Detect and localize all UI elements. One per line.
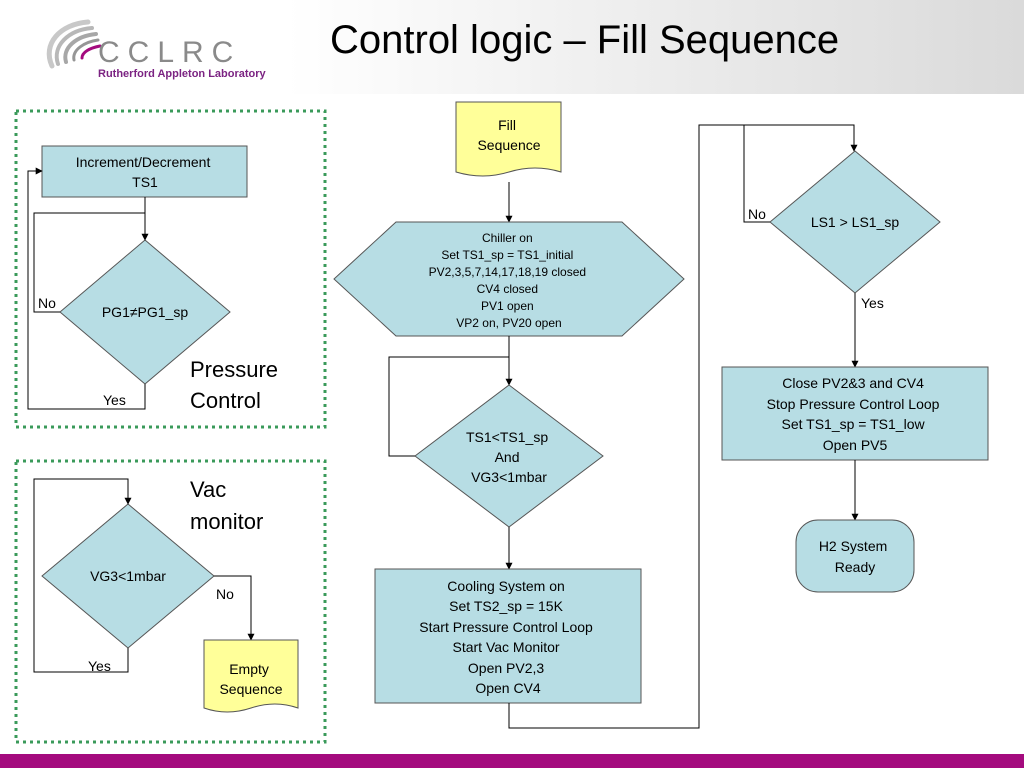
h2-ready-text-2: Ready: [835, 559, 875, 575]
svg-text:Pressure Control: Pressure Control: [190, 357, 284, 413]
pg1-decision-text: PG1≠PG1_sp: [102, 304, 188, 320]
prep-line-1: Chiller on: [482, 231, 533, 245]
vac-monitor-label-2: monitor: [190, 509, 263, 534]
logo-subtitle: Rutherford Appleton Laboratory: [98, 68, 266, 80]
arrow-ts1-loop: [388, 356, 509, 457]
cooling-line-3: Start Pressure Control Loop: [419, 619, 593, 635]
vac-yes-label: Yes: [88, 658, 111, 674]
prep-line-5: PV1 open: [481, 299, 534, 313]
svg-text:Cooling System on Set TS: Cooling System on Set TS2_sp = 15K Start…: [419, 578, 596, 696]
svg-text:Increment/Decrement TS1: Increment/Decrement TS1: [76, 154, 215, 190]
prep-line-3: PV2,3,5,7,14,17,18,19 closed: [429, 265, 586, 279]
h2-ready-text-1: H2 System: [819, 538, 887, 554]
logo-text: CCLRC: [98, 36, 242, 69]
ts1-decision-line-2: And: [495, 449, 520, 465]
increment-decrement-text-1: Increment/Decrement: [76, 154, 211, 170]
arrow-vg3-yes-loop: [33, 478, 132, 673]
preparation-hexagon: [333, 221, 685, 337]
arrow-pg1-no-loop: [33, 212, 145, 313]
footer-bar: [0, 754, 1024, 768]
fill-sequence-text-1: Fill: [498, 117, 516, 133]
svg-text:Vac monitor: Vac monitor: [190, 477, 263, 534]
cooling-line-4: Start Vac Monitor: [452, 639, 559, 655]
close-line-2: Stop Pressure Control Loop: [767, 396, 940, 412]
pressure-control-label-2: Control: [190, 388, 261, 413]
cooling-line-2: Set TS2_sp = 15K: [449, 598, 563, 614]
ls1-no-label: No: [748, 206, 766, 222]
arrow-pg1-yes-loop: [27, 167, 146, 410]
vg3-decision-text: VG3<1mbar: [90, 568, 166, 584]
ts1-decision-line-1: TS1<TS1_sp: [466, 429, 548, 445]
cooling-line-6: Open CV4: [475, 680, 541, 696]
vac-monitor-group: [14, 459, 327, 744]
pressure-control-group: [14, 109, 327, 429]
svg-text:H2 System Ready: H2 System Ready: [819, 538, 891, 575]
svg-text:Empty Sequence: Empty Sequence: [219, 661, 282, 697]
prep-line-6: VP2 on, PV20 open: [456, 316, 561, 330]
prep-line-4: CV4 closed: [477, 282, 538, 296]
svg-text:Fill Sequence: Fill Sequence: [477, 117, 540, 153]
cooling-line-5: Open PV2,3: [468, 660, 544, 676]
increment-decrement-box: [41, 145, 248, 198]
empty-sequence-text-2: Sequence: [219, 681, 282, 697]
svg-text:Close PV2&3 and CV4 Stop: Close PV2&3 and CV4 Stop Pressure Contro…: [767, 375, 944, 453]
page-title: Control logic – Fill Sequence: [330, 18, 840, 62]
ls1-decision-text: LS1 > LS1_sp: [811, 214, 900, 230]
close-valves-box: [721, 366, 989, 461]
vac-monitor-label-1: Vac: [190, 477, 226, 502]
prep-line-2: Set TS1_sp = TS1_initial: [441, 248, 573, 262]
arrow-cooling-to-ls1: [508, 124, 858, 729]
close-line-4: Open PV5: [823, 437, 888, 453]
svg-text:Chiller on Set TS1_sp =: Chiller on Set TS1_sp = TS1_initial PV2,…: [429, 231, 590, 330]
pressure-control-label-1: Pressure: [190, 357, 278, 382]
h2-system-ready-terminal: [795, 519, 915, 593]
header-band: CCLRC Rutherford Appleton Laboratory Con…: [0, 0, 1024, 94]
close-line-3: Set TS1_sp = TS1_low: [782, 416, 926, 432]
pressure-no-label: No: [38, 295, 56, 311]
arrow-vg3-no: [214, 575, 255, 641]
fill-sequence-text-2: Sequence: [477, 137, 540, 153]
empty-sequence-text-1: Empty: [229, 661, 269, 677]
cooling-line-1: Cooling System on: [447, 578, 565, 594]
ls1-yes-label: Yes: [861, 295, 884, 311]
vac-no-label: No: [216, 586, 234, 602]
arrow-ls1-no-loop: [743, 125, 770, 223]
cooling-system-box: [374, 568, 642, 704]
ts1-decision-line-3: VG3<1mbar: [471, 469, 547, 485]
svg-text:TS1<TS1_sp And VG3: TS1<TS1_sp And VG3<1mbar: [466, 429, 552, 485]
fill-sequence-terminal: [455, 101, 562, 177]
close-line-1: Close PV2&3 and CV4: [782, 375, 924, 391]
empty-sequence-terminal: [203, 639, 299, 713]
cclrc-logo-icon: [46, 19, 102, 69]
pressure-yes-label: Yes: [103, 392, 126, 408]
increment-decrement-text-2: TS1: [132, 174, 158, 190]
